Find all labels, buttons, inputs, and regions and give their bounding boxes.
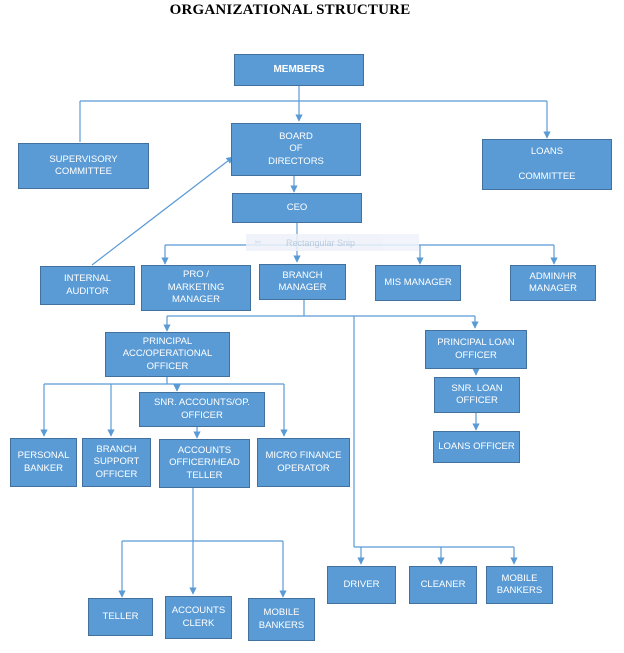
ceo-box: CEO (232, 193, 362, 223)
board-of-directors-box: BOARD OF DIRECTORS (231, 123, 361, 176)
mis-manager-box: MIS MANAGER (375, 265, 461, 301)
loans-officer-box: LOANS OFFICER (433, 431, 520, 463)
internal-auditor-box: INTERNAL AUDITOR (40, 266, 135, 305)
snr-loan-officer-box: SNR. LOAN OFFICER (434, 377, 520, 413)
snip-label: Rectangular Snip (286, 237, 356, 248)
mobile-bankers-right-box: MOBILE BANKERS (486, 566, 553, 604)
personal-banker-box: PERSONAL BANKER (10, 438, 77, 487)
chart-title: ORGANIZATIONAL STRUCTURE (169, 2, 411, 18)
rectangular-snip-overlay: ✂ Rectangular Snip (246, 234, 419, 251)
accounts-clerk-box: ACCOUNTS CLERK (165, 596, 232, 639)
members-box: MEMBERS (234, 54, 364, 86)
pro-marketing-manager-box: PRO / MARKETING MANAGER (141, 265, 251, 311)
accounts-officer-head-teller-box: ACCOUNTS OFFICER/HEAD TELLER (159, 439, 250, 488)
connector (91, 156, 234, 266)
teller-box: TELLER (88, 598, 153, 636)
principal-acc-operational-officer-box: PRINCIPAL ACC/OPERATIONAL OFFICER (105, 332, 230, 377)
scissors-icon: ✂ (254, 238, 262, 247)
principal-loan-officer-box: PRINCIPAL LOAN OFFICER (425, 330, 527, 369)
mobile-bankers-bottom-box: MOBILE BANKERS (248, 598, 315, 641)
cleaner-box: CLEANER (409, 566, 477, 604)
snr-accounts-op-officer-box: SNR. ACCOUNTS/OP. OFFICER (139, 392, 265, 427)
branch-manager-box: BRANCH MANAGER (259, 264, 346, 300)
micro-finance-operator-box: MICRO FINANCE OPERATOR (257, 438, 350, 487)
supervisory-committee-box: SUPERVISORY COMMITTEE (18, 143, 149, 189)
admin-hr-manager-box: ADMIN/HR MANAGER (510, 265, 596, 301)
loans-committee-box: LOANS COMMITTEE (482, 139, 612, 190)
branch-support-officer-box: BRANCH SUPPORT OFFICER (82, 438, 151, 487)
driver-box: DRIVER (327, 566, 396, 604)
